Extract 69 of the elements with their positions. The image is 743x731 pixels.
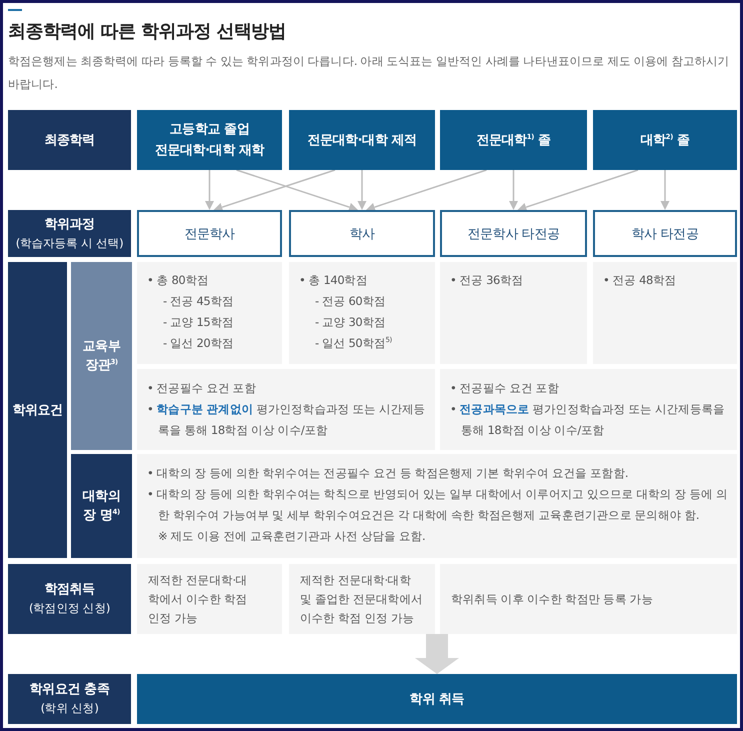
header-label: 교육부 장관$^{3)}$ <box>82 338 122 375</box>
row-header <box>8 262 67 558</box>
degree-label: 학사 <box>349 226 375 242</box>
header-label: 고등학교 졸업 <box>170 121 250 139</box>
degree-label: 전문학사 <box>184 226 235 242</box>
cell-text: 제적한 전문대학·대학에서 이수한 학점 인정 가능 <box>148 572 248 626</box>
info-cell <box>289 564 435 634</box>
education-header <box>137 110 282 170</box>
degree-box <box>289 210 435 257</box>
result-bar <box>137 674 737 724</box>
list-item: • 전공과목으로 평가인정학습과정 또는 시간제등록을 통해 18학점 이상 이수/포함 <box>450 401 726 439</box>
arrow <box>660 170 670 210</box>
header-label: 전문대학·대학 재학 <box>154 142 264 160</box>
education-header <box>440 110 587 170</box>
intro-text: 학점은행제는 최종학력에 따라 등록할 수 있는 학위과정이 다릅니다. 아래 도식표는 일반적인 사례를 나타낸표이므로 제도 이용에 참고하시기 바랍니다. <box>8 53 730 93</box>
row-header <box>8 674 131 724</box>
list-item: • 전공 48학점 <box>603 272 678 289</box>
list-item: - 일선 20학점 <box>162 335 234 352</box>
list-item: ※ 제도 이용 전에 교육훈련기관과 사전 상담을 요함. <box>157 528 426 545</box>
header-subtitle: (학습자등록 시 선택) <box>16 234 124 252</box>
header-label: 학위과정 <box>44 216 95 234</box>
header-label: 학위요건 충족 <box>30 681 110 699</box>
degree-box <box>137 210 282 257</box>
result-label: 학위 취득 <box>410 691 464 708</box>
list-item: - 전공 60학점 <box>314 293 386 310</box>
row-header <box>71 454 132 558</box>
list-item: - 일선 50학점$^{5)}$ <box>314 335 393 352</box>
block-arrow <box>415 634 459 674</box>
cell-text: 제적한 전문대학·대학 및 졸업한 전문대학에서 이수한 학점 인정 가능 <box>300 572 424 626</box>
education-header <box>593 110 737 170</box>
list-item: • 전공 36학점 <box>450 272 524 289</box>
list-item: • 총 140학점 <box>299 272 368 289</box>
arrow <box>236 169 358 212</box>
header-subtitle: (학점인정 신청) <box>28 600 110 617</box>
page-title: 최종학력에 따른 학위과정 선택방법 <box>8 20 286 44</box>
degree-box <box>593 210 737 257</box>
cell-text: 학위취득 이후 이수한 학점만 등록 가능 <box>451 590 653 608</box>
row-header <box>8 110 131 170</box>
header-subtitle: (학위 신청) <box>40 700 98 717</box>
degree-label: 전문학사 타전공 <box>468 226 560 242</box>
arrow <box>358 170 366 210</box>
list-item: - 교양 30학점 <box>314 314 386 331</box>
arrow <box>205 170 214 210</box>
header-label: 대학의 장 명$^{4)}$ <box>82 488 122 525</box>
row-header <box>8 210 131 257</box>
degree-box <box>440 210 587 257</box>
header-label: 대학$^{2)}$ 졸 <box>640 132 690 150</box>
degree-label: 학사 타전공 <box>632 226 698 242</box>
list-item: • 대학의 장 등에 의한 학위수여는 학칙으로 반영되어 있는 일부 대학에서 이루어지고 있으므로 대학의 장 등에 의한 학위수여 가능여부 및 세부 학위수여요건은 각 대학에 속한 학점은행제 교육훈련기관으로 문의해야 함. <box>147 486 728 524</box>
header-label: 최종학력 <box>44 132 95 150</box>
list-item: - 교양 15학점 <box>162 314 234 331</box>
info-cell <box>440 564 737 634</box>
arrow <box>518 169 638 212</box>
list-item: • 전공필수 요건 포함 <box>450 380 560 397</box>
arrow <box>366 169 487 212</box>
arrow <box>509 170 518 210</box>
header-label: 학위요건 <box>12 402 63 420</box>
list-item: • 총 80학점 <box>147 272 210 289</box>
header-label: 전문대학·대학 제적 <box>307 132 417 150</box>
education-header <box>289 110 435 170</box>
list-item: • 학습구분 관계없이 평가인정학습과정 또는 시간제등록을 통해 18학점 이상 이수/포함 <box>147 401 426 439</box>
arrow <box>214 169 336 212</box>
header-label: 학점취득 <box>44 581 95 599</box>
row-header <box>8 564 131 634</box>
list-item: - 전공 45학점 <box>162 293 234 310</box>
header-label: 전문대학$^{1)}$ 졸 <box>476 132 551 150</box>
list-item: • 전공필수 요건 포함 <box>147 380 257 397</box>
row-header <box>71 262 132 450</box>
list-item: • 대학의 장 등에 의한 학위수여는 전공필수 요건 등 학점은행제 기본 학위수여 요건을 포함함. <box>147 465 630 482</box>
